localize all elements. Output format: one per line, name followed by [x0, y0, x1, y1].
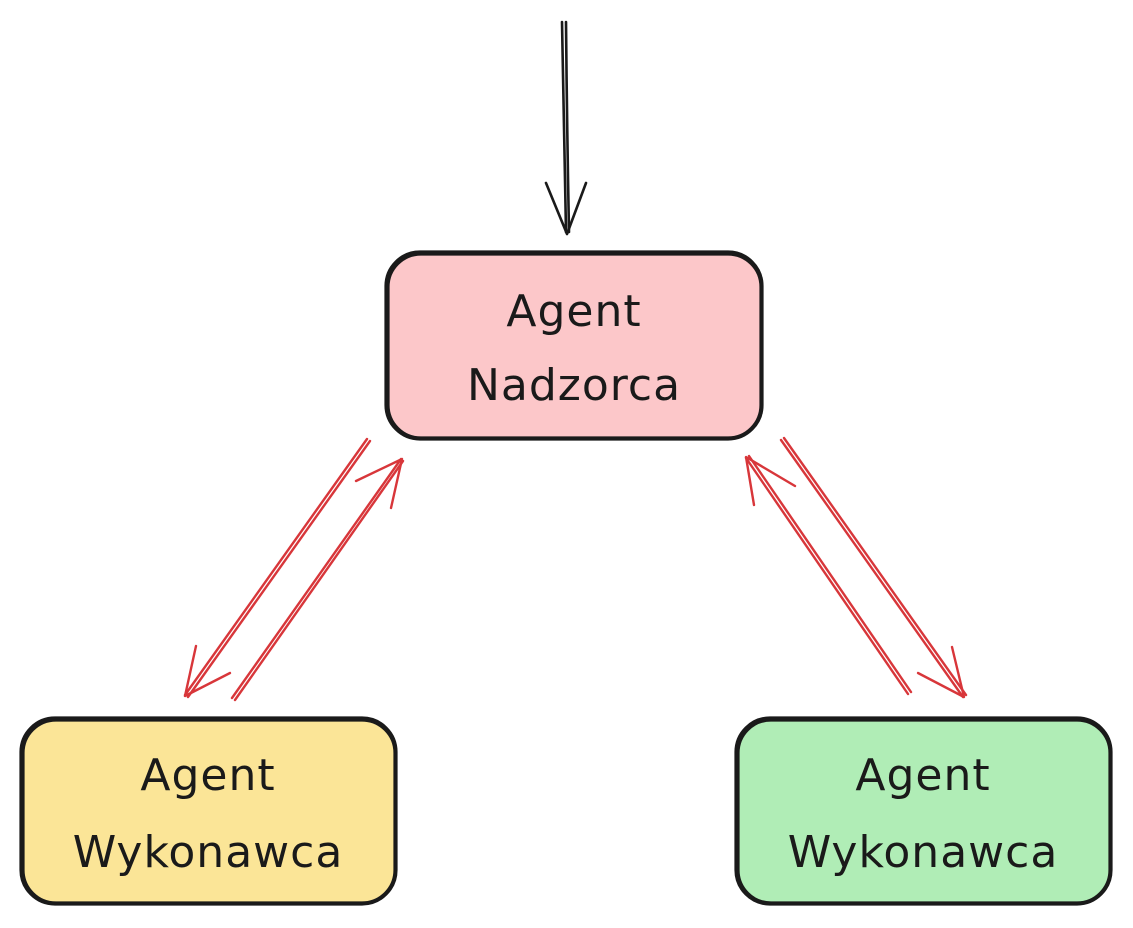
- link-arrows-right: [744, 436, 968, 699]
- worker-left-label-line1: Agent: [140, 750, 275, 801]
- worker-right-node: Agent Wykonawca: [734, 716, 1113, 906]
- worker-right-label-line1: Agent: [855, 750, 990, 801]
- supervisor-label-line2: Nadzorca: [467, 360, 681, 411]
- worker-left-label-line2: Wykonawca: [73, 827, 344, 878]
- supervisor-node: Agent Nadzorca: [384, 250, 764, 441]
- link-arrows-left: [183, 437, 405, 702]
- worker-right-label-line2: Wykonawca: [788, 827, 1059, 878]
- worker-left-node: Agent Wykonawca: [19, 716, 398, 906]
- supervisor-label-line1: Agent: [506, 286, 641, 337]
- input-arrow: [544, 20, 588, 236]
